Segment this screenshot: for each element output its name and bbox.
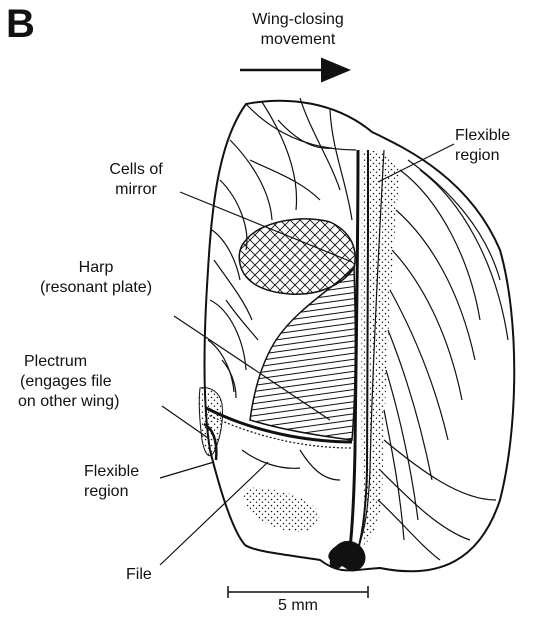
scale-bar <box>228 586 368 598</box>
flexible-region-bottom-shading <box>244 488 319 532</box>
plectrum-region <box>199 388 222 460</box>
wing-veins-right <box>378 160 508 560</box>
